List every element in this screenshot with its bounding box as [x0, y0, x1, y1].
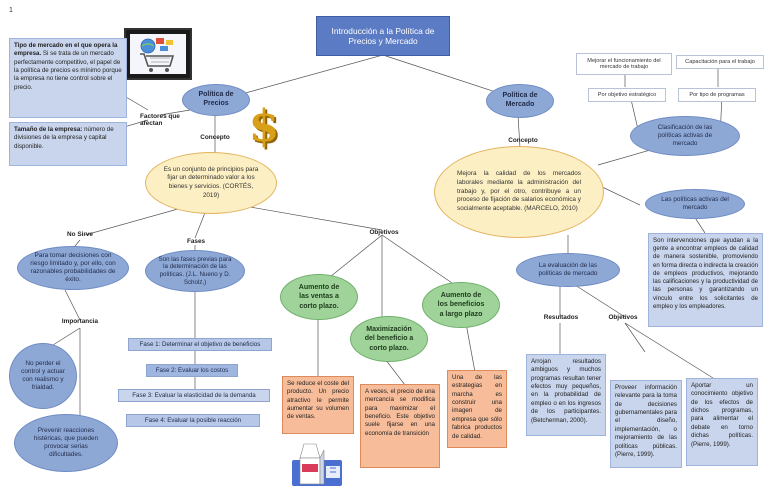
tag-capacitacion: Capacitación para el trabajo [676, 55, 764, 69]
evaluacion-node: La evaluación de las políticas de mercad… [516, 253, 620, 287]
objetivos-label-right: Objetivos [608, 314, 638, 321]
fase-2: Fase 2: Evaluar los costos [146, 364, 238, 377]
fases-node: Son las fases previas para la determinac… [145, 250, 245, 292]
politica-mercado-node: Política de Mercado [486, 84, 554, 118]
page-number: 1 [9, 7, 13, 14]
objetivo-maximizacion-text-box: A veces, el precio de una mercancía se m… [360, 384, 440, 468]
importancia-node-2: Prevenir reacciones histéricas, que pued… [14, 414, 118, 472]
company-size-body: número de divisiones de la empresa y cap… [14, 126, 114, 150]
objetivo-maximizacion-node: Maximización del beneficio a corto plazo… [350, 316, 428, 362]
tag-mejorar-funcionamiento-text: Mejorar el funcionamiento del mercado de… [587, 58, 661, 70]
no-sirve-label: No Sirve [67, 231, 93, 238]
precios-concept-node: Es un conjunto de principios para fijar … [145, 152, 277, 214]
objetivo-ventas-text-box: Se reduce el coste del producto. Un prec… [282, 376, 354, 434]
importancia-text-2: Prevenir reacciones histéricas, que pued… [33, 427, 99, 458]
evaluacion-label: La evaluación de las políticas de mercad… [538, 262, 598, 277]
concepto-label-right: Concepto [508, 137, 538, 144]
resultados-label: Resultados [543, 314, 579, 321]
objetivo-largo-plazo-node: Aumento de los beneficios a largo plazo [422, 282, 500, 328]
importancia-label: Importancia [61, 318, 99, 325]
objetivo-a-text: Proveer información relevante para la to… [615, 384, 677, 458]
politica-precios-label: Política de Precios [198, 91, 234, 107]
tag-tipo-programas-text: Por tipo de programas [689, 92, 745, 98]
politica-mercado-label: Política de Mercado [502, 92, 538, 108]
fases-label: Fases [186, 238, 206, 245]
objetivo-a-text-box: Proveer información relevante para la to… [610, 380, 682, 468]
objetivo-largo-plazo-label: Aumento de los beneficios a largo plazo [437, 292, 485, 318]
politicas-activas-label: Las políticas activas del mercado [661, 196, 729, 211]
objetivo-b-text: Aportar un conocimiento objetivo de los … [691, 382, 753, 448]
tag-capacitacion-text: Capacitación para el trabajo [685, 59, 755, 65]
resultados-text: Arrojan resultados ambiguos y muchos pro… [531, 358, 601, 424]
mercado-concept-text: Mejora la calidad de los mercados labora… [457, 170, 581, 212]
diagram-title-text: Introducción a la Política de Precios y … [331, 25, 435, 46]
market-type-box: Tipo de mercado en el que opera la empre… [9, 38, 127, 118]
milk-carton-image [290, 438, 344, 488]
mercado-concept-node: Mejora la calidad de los mercados labora… [434, 146, 604, 238]
fases-text: Son las fases previas para la determinac… [158, 255, 232, 286]
tag-mejorar-funcionamiento: Mejorar el funcionamiento del mercado de… [576, 53, 672, 75]
politicas-activas-text-box: Son intervenciones que ayudan a la gente… [648, 233, 763, 327]
concepto-label-left: Concepto [200, 134, 230, 141]
clasificacion-node: Clasificación de las políticas activas d… [630, 116, 740, 156]
precios-concept-text: Es un conjunto de principios para fijar … [163, 165, 259, 199]
milk-carton-icon [292, 443, 342, 486]
factors-label: Factores que afectan [140, 113, 180, 127]
fase-4: Fase 4: Evaluar la posible reacción [126, 414, 260, 427]
cart-globe-image [124, 28, 192, 80]
tag-tipo-programas: Por tipo de programas [678, 88, 756, 102]
company-size-heading: Tamaño de la empresa: [14, 126, 83, 133]
objetivo-b-text-box: Aportar un conocimiento objetivo de los … [686, 378, 758, 466]
market-type-body: Si se trata de un mercado perfectamente … [14, 50, 122, 91]
resultados-text-box: Arrojan resultados ambiguos y muchos pro… [526, 354, 606, 436]
objetivo-largo-plazo-text: Una de las estrategias en marcha es cons… [452, 374, 502, 440]
objetivo-maximizacion-label: Maximización del beneficio a corto plazo… [364, 326, 414, 352]
objetivo-ventas-text: Se reduce el coste del producto. Un prec… [287, 380, 349, 421]
no-sirve-text: Para tomar decisiones con riesgo limitad… [30, 251, 116, 284]
politicas-activas-text: Son intervenciones que ayudan a la gente… [653, 237, 759, 310]
market-type-heading: Tipo de mercado en el que opera la empre… [14, 42, 118, 58]
objetivos-label-left: Objetivos [369, 229, 399, 236]
dollar-sign-image: $ [248, 101, 280, 152]
importancia-text-1: No perder el control y actuar con realis… [21, 360, 65, 391]
objetivo-maximizacion-text: A veces, el precio de una mercancía se m… [365, 388, 435, 437]
objetivo-largo-plazo-text-box: Una de las estrategias en marcha es cons… [447, 370, 507, 448]
clasificacion-label: Clasificación de las políticas activas d… [657, 124, 713, 147]
objetivo-ventas-label: Aumento de las ventas a corto plazo. [298, 284, 340, 310]
diagram-title: Introducción a la Política de Precios y … [316, 16, 450, 56]
objetivo-ventas-node: Aumento de las ventas a corto plazo. [280, 274, 358, 320]
fase-1: Fase 1: Determinar el objetivo de benefi… [128, 338, 272, 351]
company-size-box: Tamaño de la empresa: número de division… [9, 122, 127, 166]
politica-precios-node: Política de Precios [182, 84, 250, 116]
importancia-node-1: No perder el control y actuar con realis… [9, 343, 77, 409]
cart-globe-icon [130, 34, 186, 74]
tag-objetivo-estrategico-text: Por objetivo estratégico [597, 92, 657, 98]
no-sirve-node: Para tomar decisiones con riesgo limitad… [17, 246, 129, 290]
politicas-activas-node: Las políticas activas del mercado [645, 189, 745, 219]
tag-objetivo-estrategico: Por objetivo estratégico [588, 88, 666, 102]
fase-3: Fase 3: Evaluar la elasticidad de la dem… [118, 389, 270, 402]
